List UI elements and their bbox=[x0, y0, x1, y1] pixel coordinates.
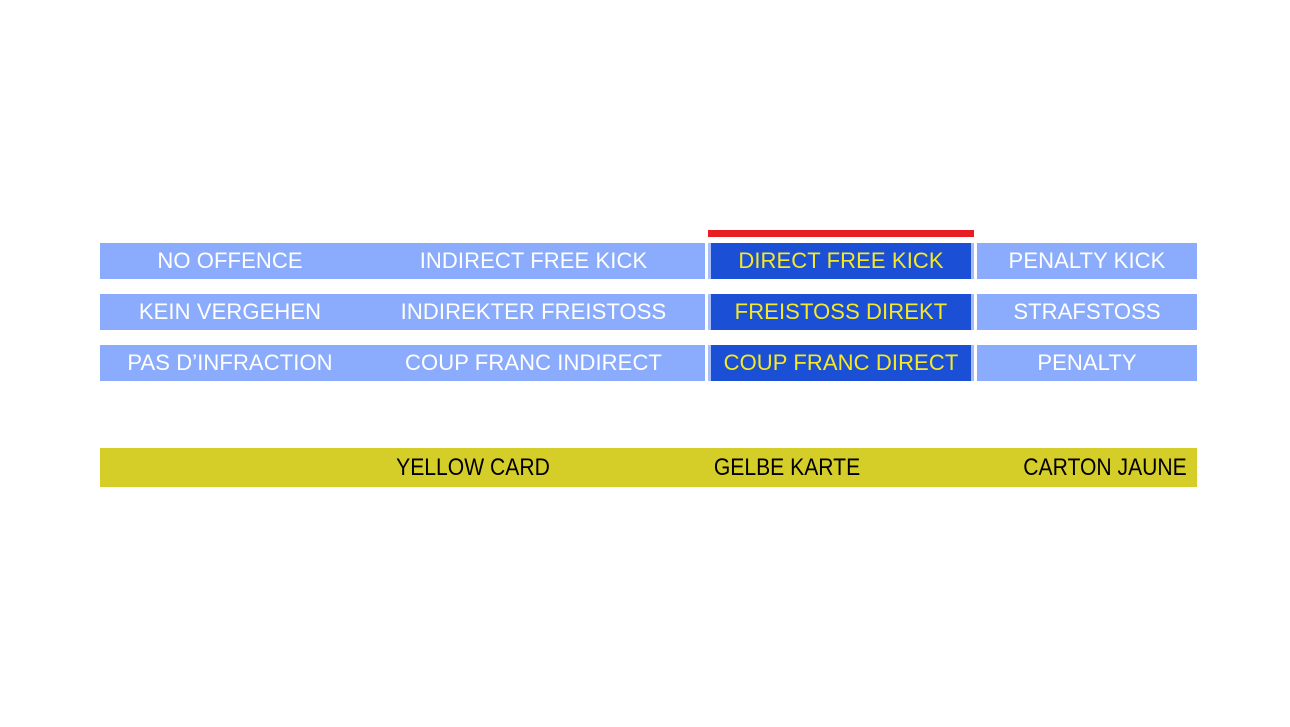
cell-indirect-free-kick-en[interactable]: INDIRECT FREE KICK bbox=[419, 248, 648, 273]
decision-table: NO OFFENCE INDIRECT FREE KICK DIRECT FRE… bbox=[100, 243, 1197, 382]
cell-no-offence-fr[interactable]: PAS D’INFRACTION bbox=[127, 350, 333, 375]
decision-segment-default-left bbox=[100, 345, 705, 381]
cell-indirect-free-kick-fr[interactable]: COUP FRANC INDIRECT bbox=[405, 350, 662, 375]
decision-row-en: NO OFFENCE INDIRECT FREE KICK DIRECT FRE… bbox=[100, 243, 1197, 279]
decision-segment-default-left bbox=[100, 294, 705, 330]
decision-segment-default-right bbox=[977, 345, 1197, 381]
decision-row-fr: PAS D’INFRACTION COUP FRANC INDIRECT COU… bbox=[100, 345, 1197, 381]
decision-segment-selected[interactable] bbox=[708, 243, 974, 279]
decision-segment-selected[interactable] bbox=[708, 345, 974, 381]
cell-indirect-free-kick-de[interactable]: INDIREKTER FREISTOSS bbox=[400, 299, 667, 324]
cell-no-offence-de[interactable]: KEIN VERGEHEN bbox=[138, 299, 322, 324]
cell-penalty-kick-fr[interactable]: PENALTY bbox=[1037, 350, 1137, 375]
decision-segment-default-right bbox=[977, 294, 1197, 330]
cell-penalty-kick-de[interactable]: STRAFSTOSS bbox=[1013, 299, 1161, 324]
decision-segment-default-right bbox=[977, 243, 1197, 279]
cell-penalty-kick-en[interactable]: PENALTY KICK bbox=[1008, 248, 1166, 273]
sanction-bar-yellow-card[interactable]: YELLOW CARD GELBE KARTE CARTON JAUNE bbox=[100, 448, 1197, 487]
selection-marker-icon bbox=[708, 230, 974, 237]
decision-segment-default-left bbox=[100, 243, 705, 279]
decision-segment-selected[interactable] bbox=[708, 294, 974, 330]
cell-direct-free-kick-de[interactable]: FREISTOSS DIREKT bbox=[734, 299, 948, 324]
sanction-label-fr: CARTON JAUNE bbox=[1023, 454, 1187, 481]
decision-row-de: KEIN VERGEHEN INDIREKTER FREISTOSS FREIS… bbox=[100, 294, 1197, 330]
cell-direct-free-kick-en[interactable]: DIRECT FREE KICK bbox=[738, 248, 944, 273]
sanction-label-de: GELBE KARTE bbox=[713, 454, 861, 481]
cell-direct-free-kick-fr[interactable]: COUP FRANC DIRECT bbox=[723, 350, 959, 375]
sanction-label-en: YELLOW CARD bbox=[396, 454, 550, 481]
cell-no-offence-en[interactable]: NO OFFENCE bbox=[157, 248, 303, 273]
